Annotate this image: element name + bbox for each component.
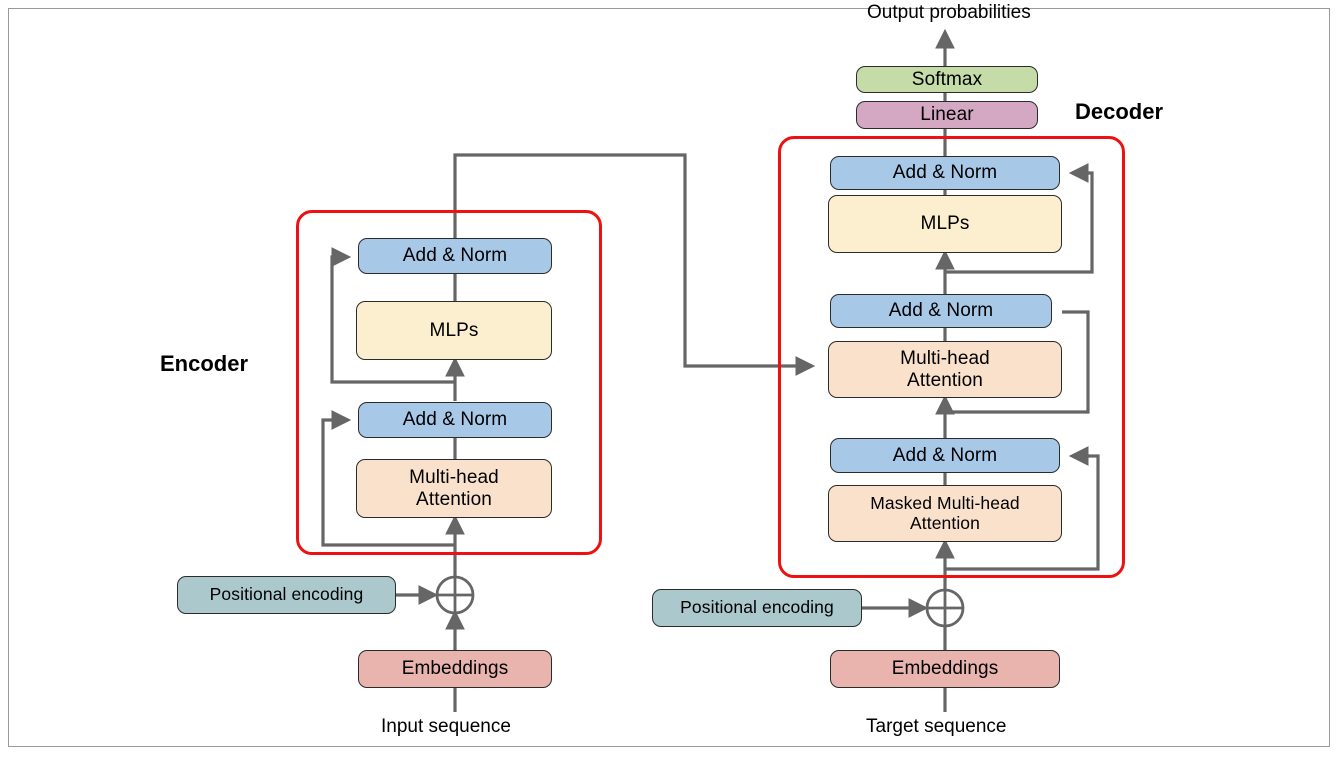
decoder-add-norm-1[interactable]: Add & Norm (830, 438, 1060, 473)
encoder-add-norm-1[interactable]: Add & Norm (358, 402, 552, 438)
encoder-multi-head-attention[interactable]: Multi-head Attention (356, 459, 552, 518)
encoder-add-norm-2[interactable]: Add & Norm (358, 238, 552, 274)
encoder-positional-encoding[interactable]: Positional encoding (177, 576, 396, 614)
decoder-masked-multi-head-attention[interactable]: Masked Multi-head Attention (828, 485, 1062, 542)
decoder-add-norm-2[interactable]: Add & Norm (830, 294, 1052, 328)
output-probabilities-label: Output probabilities (867, 2, 1031, 23)
decoder-positional-encoding[interactable]: Positional encoding (652, 589, 862, 627)
encoder-embeddings[interactable]: Embeddings (358, 650, 552, 688)
decoder-mlps[interactable]: MLPs (828, 195, 1062, 253)
encoder-label: Encoder (160, 351, 249, 376)
target-sequence-label: Target sequence (866, 716, 1007, 737)
decoder-embeddings[interactable]: Embeddings (830, 650, 1060, 688)
encoder-region (296, 210, 602, 555)
decoder-region (778, 136, 1125, 578)
decoder-label: Decoder (1075, 99, 1164, 124)
input-sequence-label: Input sequence (381, 716, 511, 737)
decoder-multi-head-attention[interactable]: Multi-head Attention (828, 341, 1062, 398)
decoder-add-norm-3[interactable]: Add & Norm (830, 156, 1060, 190)
encoder-mlps[interactable]: MLPs (356, 301, 552, 360)
linear-block[interactable]: Linear (856, 101, 1038, 129)
softmax-block[interactable]: Softmax (856, 66, 1038, 93)
